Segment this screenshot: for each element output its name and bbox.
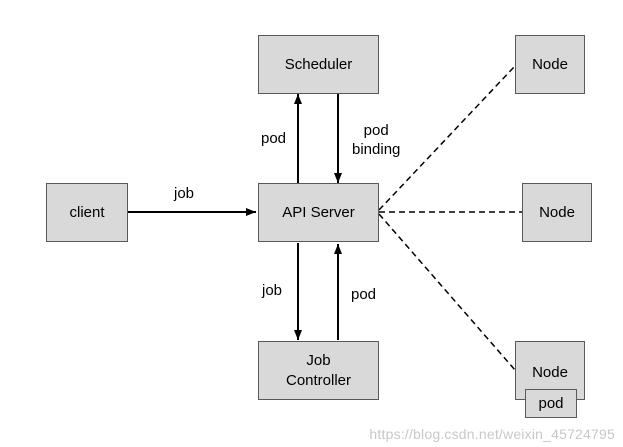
client-box: client	[46, 183, 128, 242]
pod-box: pod	[525, 389, 577, 418]
api-to-node-1-dashed	[378, 65, 516, 211]
node-1-box: Node	[515, 35, 585, 94]
client-to-api-label: job	[174, 185, 195, 202]
node-2-box: Node	[522, 183, 592, 242]
api-to-scheduler-label: pod	[261, 130, 287, 147]
scheduler-box: Scheduler	[258, 35, 379, 94]
watermark-text: https://blog.csdn.net/weixin_45724795	[369, 426, 615, 442]
job-controller-to-api-label: pod	[351, 286, 377, 303]
api-to-job-controller-label: job	[262, 282, 283, 299]
job-controller-box: Job Controller	[258, 341, 379, 400]
api-to-node-3-dashed	[378, 213, 516, 371]
api-server-box: API Server	[258, 183, 379, 242]
scheduler-to-api-label: pod binding	[352, 122, 401, 158]
